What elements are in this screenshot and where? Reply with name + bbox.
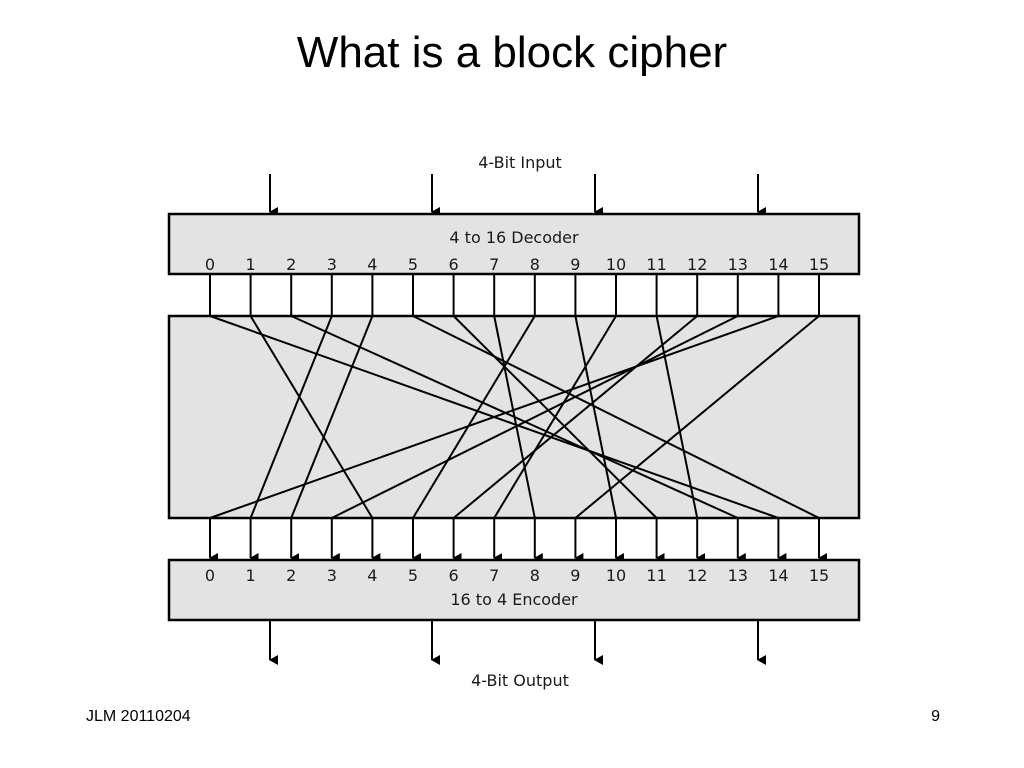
decoder-line-number-4: 4	[367, 255, 377, 274]
input-arrows	[269, 174, 766, 217]
decoder-line-number-7: 7	[489, 255, 499, 274]
encoder-line-number-2: 2	[286, 566, 296, 585]
permutation-wire-3-to-1	[249, 315, 333, 519]
encoder-line-number-9: 9	[570, 566, 580, 585]
decoder-line-number-14: 14	[768, 255, 788, 274]
permutation-wire-8-to-5	[412, 315, 536, 519]
permutation-wire-5-to-15	[412, 315, 820, 519]
slide-title: What is a block cipher	[296, 28, 728, 77]
permutation-wire-10-to-7	[493, 315, 617, 519]
permutation-wire-15-to-9	[574, 315, 820, 519]
permutation-wire-14-to-0	[209, 315, 779, 519]
encoder-line-number-4: 4	[367, 566, 377, 585]
decoder-line-number-3: 3	[327, 255, 337, 274]
decoder-line-number-11: 11	[646, 255, 666, 274]
footer-author-date: JLM 20110204	[86, 708, 191, 725]
decoder-line-number-10: 10	[606, 255, 626, 274]
encoder-input-arrows	[209, 518, 827, 563]
output-arrows	[269, 620, 766, 665]
encoder-line-number-13: 13	[728, 566, 748, 585]
permutation-wire-9-to-10	[574, 315, 617, 519]
decoder-line-number-2: 2	[286, 255, 296, 274]
encoder-line-number-12: 12	[687, 566, 707, 585]
encoder-line-number-5: 5	[408, 566, 418, 585]
encoder-line-number-14: 14	[768, 566, 788, 585]
permutation-wire-13-to-3	[331, 315, 739, 519]
encoder-label: 16 to 4 Encoder	[450, 590, 578, 609]
input-label: 4-Bit Input	[478, 153, 562, 172]
encoder-line-number-1: 1	[246, 566, 256, 585]
encoder-line-number-7: 7	[489, 566, 499, 585]
permutation-wire-1-to-4	[249, 315, 374, 519]
slide-number: 9	[931, 708, 940, 725]
decoder-line-number-9: 9	[570, 255, 580, 274]
permutation-wire-11-to-12	[655, 315, 699, 519]
output-label: 4-Bit Output	[471, 671, 569, 690]
decoder-line-number-5: 5	[408, 255, 418, 274]
decoder-label: 4 to 16 Decoder	[449, 228, 579, 247]
encoder-line-number-3: 3	[327, 566, 337, 585]
encoder-line-number-8: 8	[530, 566, 540, 585]
encoder-line-number-10: 10	[606, 566, 626, 585]
encoder-line-number-15: 15	[809, 566, 829, 585]
permutation-wire-7-to-8	[493, 315, 536, 519]
decoder-box	[167, 212, 861, 276]
permutation-wire-12-to-6	[452, 315, 698, 519]
permutation-wires	[209, 315, 820, 519]
decoder-line-number-15: 15	[809, 255, 829, 274]
decoder-line-number-8: 8	[530, 255, 540, 274]
decoder-output-lines	[209, 274, 820, 316]
decoder-line-number-1: 1	[246, 255, 256, 274]
encoder-line-number-11: 11	[646, 566, 666, 585]
decoder-line-number-6: 6	[449, 255, 459, 274]
encoder-line-number-6: 6	[449, 566, 459, 585]
encoder-line-number-0: 0	[205, 566, 215, 585]
decoder-line-number-0: 0	[205, 255, 215, 274]
encoder-box	[167, 558, 861, 622]
decoder-line-number-12: 12	[687, 255, 707, 274]
decoder-line-number-13: 13	[728, 255, 748, 274]
